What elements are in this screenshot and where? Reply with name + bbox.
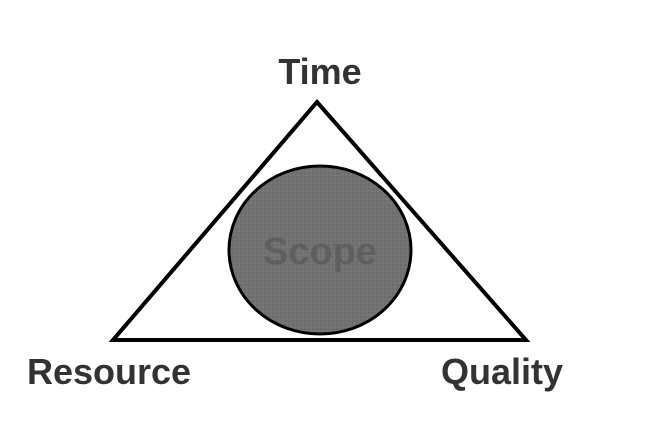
- scope-circle: [227, 164, 413, 336]
- resource-label: Resource: [27, 351, 191, 392]
- triangle-outline: [108, 98, 531, 342]
- scope-label: Scope: [263, 231, 377, 273]
- time-label: Time: [278, 51, 361, 92]
- quality-label: Quality: [441, 351, 563, 392]
